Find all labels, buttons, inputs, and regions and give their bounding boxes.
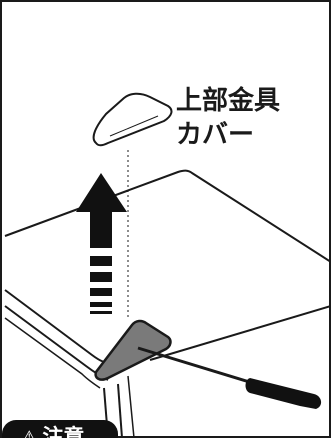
upper-fitting-cover bbox=[92, 92, 173, 147]
caution-badge: ⚠ 注意 bbox=[2, 420, 118, 438]
cover-on-corner bbox=[94, 319, 172, 381]
screwdriver bbox=[137, 346, 322, 409]
caution-text: 注意 bbox=[42, 425, 85, 438]
part-label-line2: カバー bbox=[176, 120, 255, 150]
part-label: 上部金具 カバー bbox=[176, 84, 280, 152]
part-label-line1: 上部金具 bbox=[176, 86, 281, 116]
warning-triangle-icon: ⚠ bbox=[22, 427, 37, 438]
up-arrow bbox=[76, 173, 127, 314]
